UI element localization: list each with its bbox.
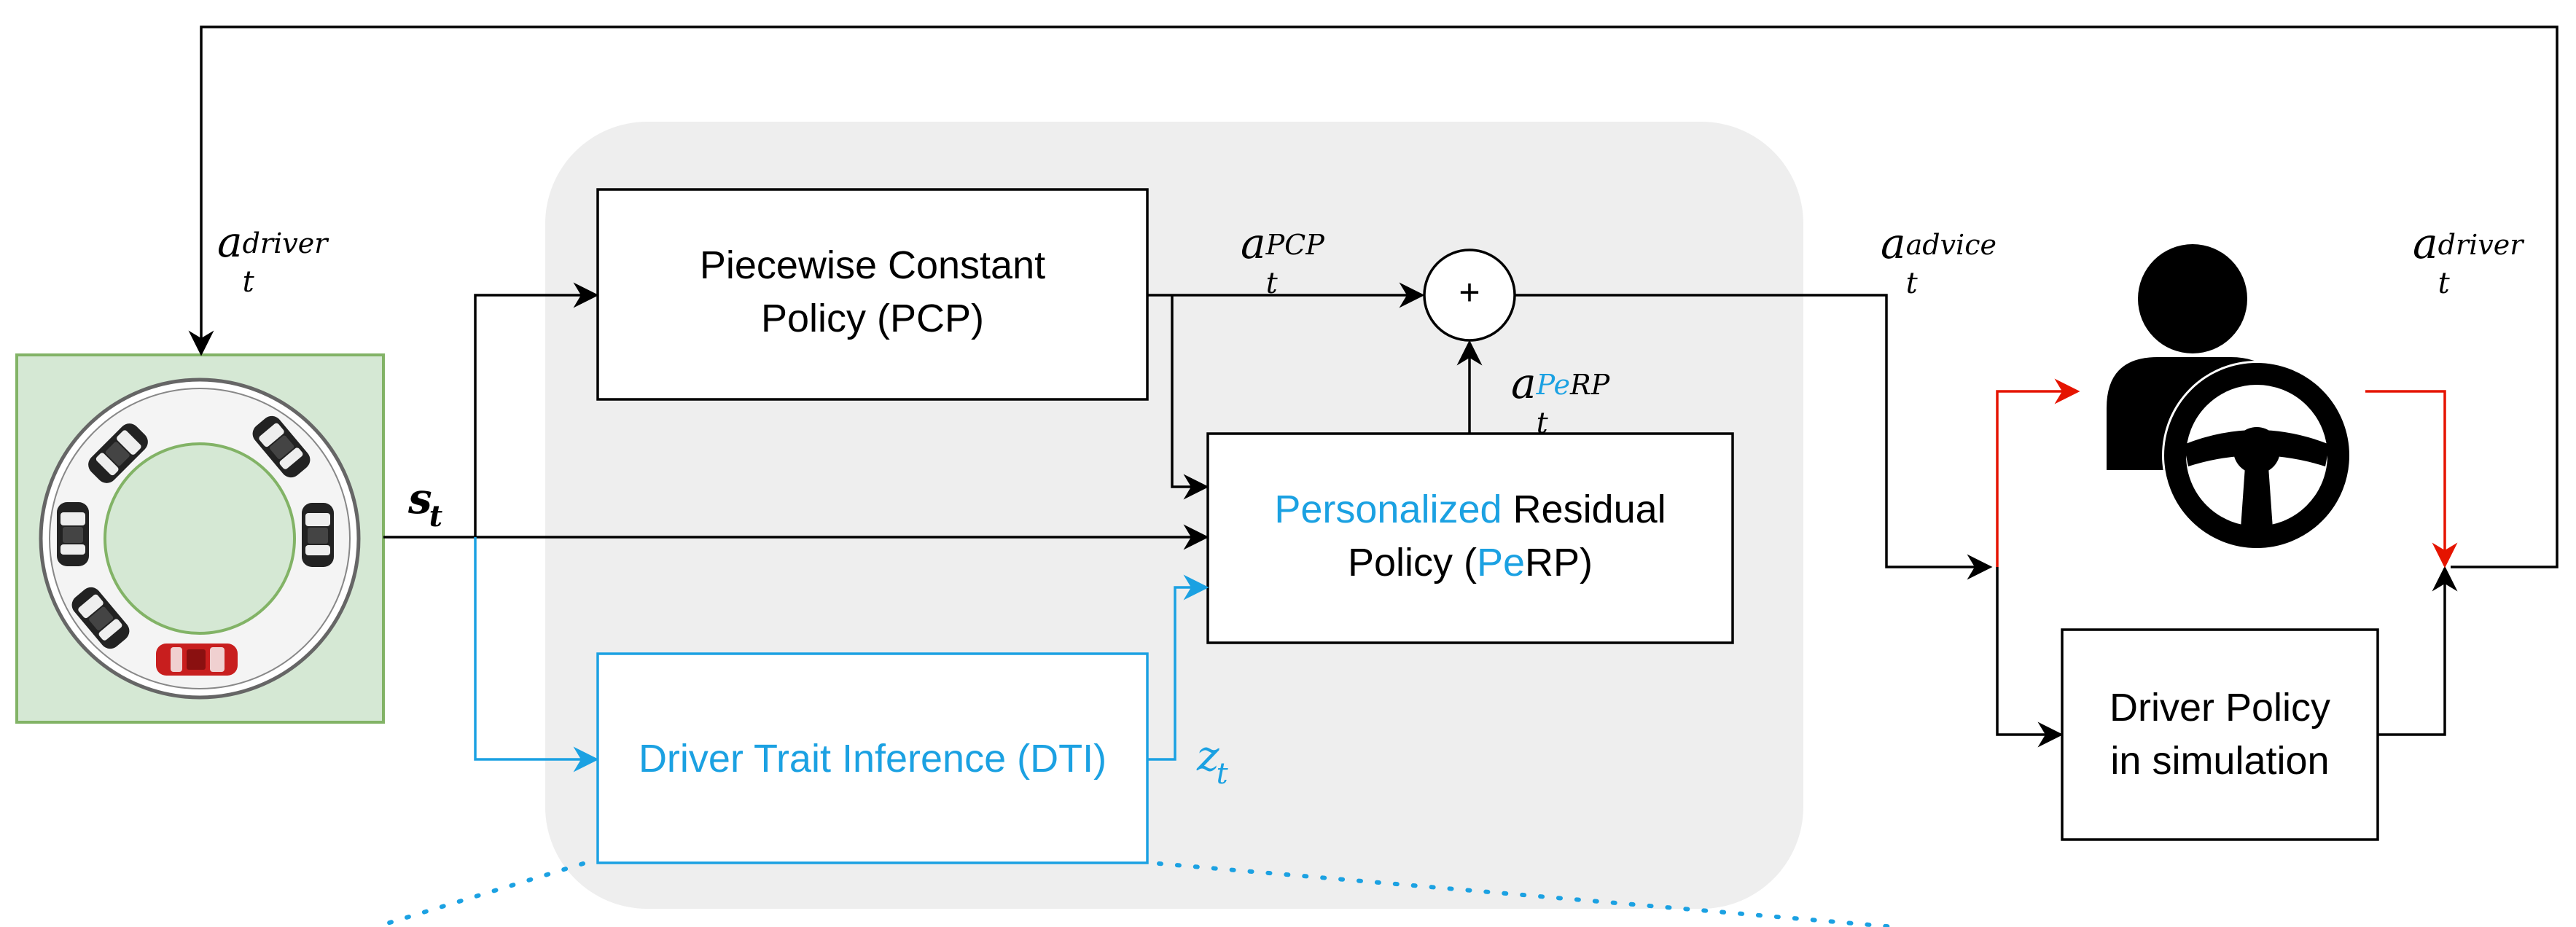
advice-to-driver-edge xyxy=(1996,378,2080,567)
driver-to-output-edge xyxy=(2365,390,2458,568)
dti-label: Driver Trait Inference (DTI) xyxy=(638,737,1107,781)
driver-policy-label: Driver Policy in simulation xyxy=(2109,686,2331,783)
driver-steering-wheel-icon xyxy=(2107,244,2351,550)
pcp-to-perp-edge xyxy=(1171,295,1209,500)
merge-to-driver-policy-edge xyxy=(1996,567,2064,748)
feedback-loop-edge xyxy=(188,26,2559,568)
zoom-line-left xyxy=(373,861,585,927)
pcp-box xyxy=(596,188,1149,401)
state-edge-dti xyxy=(474,537,599,772)
dti-box xyxy=(596,652,1149,864)
state-edge-pcp xyxy=(474,282,599,537)
z-t-label: zt xyxy=(1197,731,1228,791)
dti-to-perp-edge xyxy=(1147,574,1209,761)
s-t-label: st xyxy=(408,474,443,533)
driver-policy-to-output-edge xyxy=(2378,566,2458,736)
perp-label: Personalized Residual Policy (PeRP) xyxy=(1274,488,1666,584)
advice-edge xyxy=(1515,294,1993,580)
pcp-label: Piecewise Constant Policy (PCP) xyxy=(699,243,1046,340)
sum-symbol: + xyxy=(1459,272,1480,313)
ring-road-traffic-icon xyxy=(39,378,361,700)
driver-policy-box xyxy=(2061,628,2379,841)
